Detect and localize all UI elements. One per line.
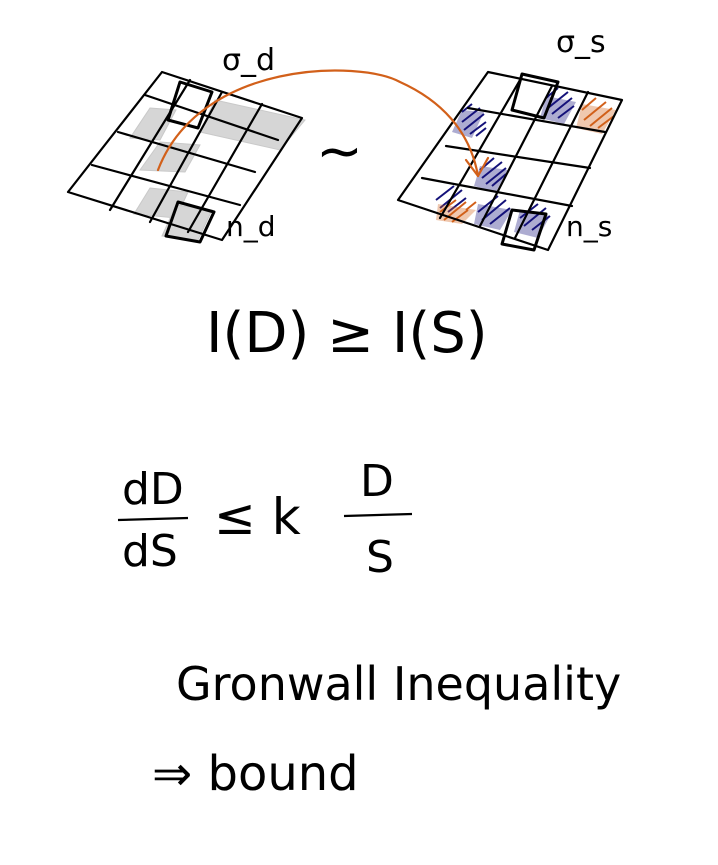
grid-s-border [396, 70, 624, 252]
leq-k: ≤ k [214, 488, 301, 546]
inequality-info: I(D) ≥ I(S) [206, 301, 488, 366]
grid-d-row-line [116, 130, 257, 174]
grid-d-col-line [148, 90, 224, 224]
grid-s-sigma-cell [510, 72, 560, 120]
grid-s-col-line [513, 90, 590, 240]
implies-bound-text: ⇒ bound [152, 746, 359, 802]
label-sigma-s: σ_s [556, 25, 606, 60]
fraction-rhs-numerator: D [360, 456, 394, 507]
grid-d [66, 70, 306, 244]
arrow-head [464, 156, 490, 178]
grid-d-col-line [108, 78, 192, 212]
gronwall-text: Gronwall Inequality [176, 657, 621, 711]
grid-s-col-line [438, 78, 522, 220]
grid-d-row-line [143, 93, 280, 142]
fraction-rhs-denominator: S [366, 532, 394, 583]
fraction-lhs-bar [117, 516, 189, 522]
grid-d-row-line [90, 163, 242, 207]
grid-s-row-line [466, 106, 607, 134]
fraction-lhs-denominator: dS [122, 526, 178, 577]
fraction-lhs-numerator: dD [122, 464, 184, 515]
fraction-rhs-bar [343, 512, 413, 518]
mapping-arrow [156, 69, 490, 178]
grid-d-border [66, 70, 304, 242]
grid-d-col-line [186, 102, 264, 234]
label-n-d: n_d [226, 210, 276, 243]
grid-s-col-line [478, 84, 554, 228]
grid-s-row-line [444, 144, 592, 170]
label-n-s: n_s [566, 210, 612, 243]
tilde-symbol: ~ [316, 119, 363, 184]
label-sigma-d: σ_d [222, 43, 275, 78]
grid-s [396, 70, 624, 252]
grid-d-n-cell [164, 200, 216, 244]
grid-s-n-cell [500, 208, 548, 252]
grid-d-sigma-cell [166, 80, 214, 130]
